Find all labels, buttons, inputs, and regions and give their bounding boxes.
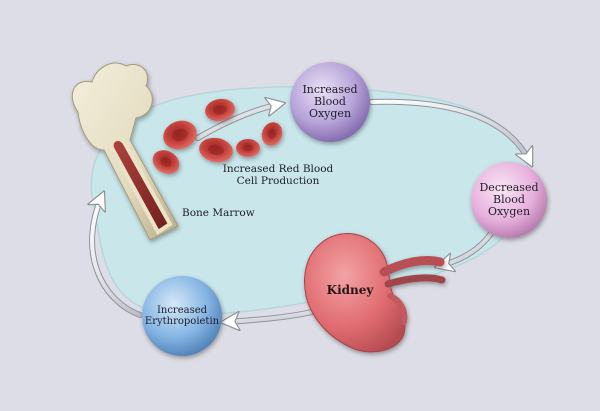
cycle-arrows [92,102,530,322]
red-blood-cell-icon [261,122,283,146]
label-kidney: Kidney [326,283,374,297]
node-increased-blood-oxygen [290,62,370,142]
red-blood-cells [152,98,283,174]
node-increased-erythropoietin [142,276,222,356]
red-blood-cell-icon [236,139,260,157]
red-blood-cell-icon [152,150,180,174]
label-rbc-production: Increased Red Blood Cell Production [222,163,334,187]
node-decreased-blood-oxygen [471,162,547,238]
bone-icon [71,62,179,241]
kidney-icon [304,233,446,353]
red-blood-cell-icon [163,120,197,150]
label-decreased-blood-oxygen: Decreased Blood Oxygen [479,180,539,219]
red-blood-cell-icon [205,98,235,122]
label-bone-marrow: Bone Marrow [182,207,255,219]
label-increased-erythropoietin: Increased Erythropoietin [144,304,220,327]
label-increased-blood-oxygen: Increased Blood Oxygen [302,82,358,121]
red-blood-cell-icon [199,137,233,163]
